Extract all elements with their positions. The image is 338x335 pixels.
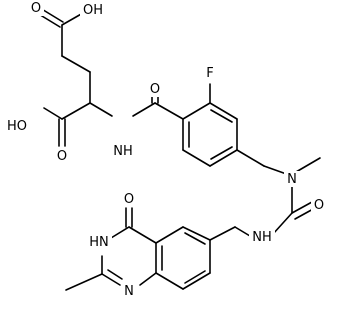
atom-label-n: N xyxy=(124,284,134,299)
bond xyxy=(209,149,238,167)
bond xyxy=(291,201,313,214)
atom-label-o: O xyxy=(124,192,134,207)
atom-label-hn: HN xyxy=(89,235,109,250)
atom-label-o: O xyxy=(314,198,324,213)
bond xyxy=(182,226,211,241)
bond xyxy=(128,226,157,244)
bond xyxy=(155,226,184,244)
bond xyxy=(234,226,251,237)
atom-label-o: O xyxy=(57,149,67,164)
bond xyxy=(210,109,233,123)
bond xyxy=(110,226,130,239)
atom-label-f: F xyxy=(206,66,213,81)
atom-label-o: O xyxy=(31,1,41,16)
bond xyxy=(89,102,113,117)
bond xyxy=(61,102,91,120)
bond xyxy=(184,270,206,284)
atom-label-oh: OH xyxy=(83,3,103,18)
bond xyxy=(182,102,211,120)
bond xyxy=(209,226,236,241)
bond xyxy=(184,232,206,245)
bond xyxy=(101,273,121,286)
bond xyxy=(43,107,63,120)
bond xyxy=(210,146,233,160)
atom-label-ho: HO xyxy=(7,119,27,134)
bond xyxy=(155,272,184,290)
bond xyxy=(272,212,293,235)
bonds xyxy=(36,7,321,291)
atom-label-o: O xyxy=(150,82,160,97)
bond xyxy=(295,157,321,173)
bond xyxy=(61,12,84,26)
atom-label-nh: NH xyxy=(113,144,133,159)
bond xyxy=(107,269,123,280)
atom-label-n: N xyxy=(287,172,297,187)
bond xyxy=(236,149,265,167)
bond xyxy=(182,149,211,167)
bond xyxy=(182,272,211,290)
bond xyxy=(61,55,91,73)
bond xyxy=(154,102,184,120)
bond xyxy=(209,102,238,120)
bond xyxy=(65,273,103,291)
atom-label-nh: NH xyxy=(252,230,272,245)
bond xyxy=(139,272,157,286)
bond xyxy=(132,102,156,117)
atom-labels: O OH HO O NH O F N O NH O HN N xyxy=(4,0,327,299)
